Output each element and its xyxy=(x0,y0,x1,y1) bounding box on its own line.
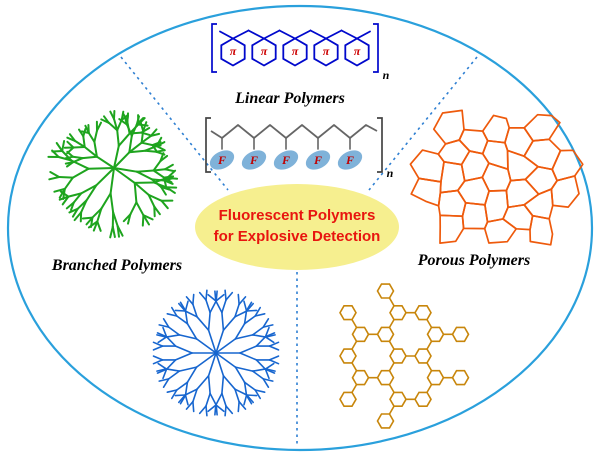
subscript-n: n xyxy=(387,166,394,180)
outer-boundary-ellipse xyxy=(6,4,594,452)
divider-right-dotted xyxy=(368,56,478,191)
subscript-n: n xyxy=(383,68,390,82)
pi-symbol: π xyxy=(292,44,299,58)
pi-symbol: π xyxy=(230,44,237,58)
center-title-line2: for Explosive Detection xyxy=(213,228,381,245)
pi-symbol: π xyxy=(261,44,268,58)
fluorophore-oval xyxy=(273,150,299,170)
fluorophore-symbol: F xyxy=(249,153,258,167)
linear-polymer-structure: π π π π π n xyxy=(211,23,390,82)
fluorophore-chain-structure: F F F F Fn xyxy=(205,117,394,180)
label-linear-polymers: Linear Polymers xyxy=(235,90,345,107)
pi-symbol: π xyxy=(354,44,361,58)
fluorophore-oval xyxy=(209,150,235,170)
fluorophore-oval xyxy=(241,150,267,170)
center-title-line1: Fluorescent Polymers xyxy=(218,207,376,224)
pi-symbol: π xyxy=(323,44,330,58)
fluorophore-symbol: F xyxy=(345,153,354,167)
porous-polymer-structure xyxy=(409,109,584,246)
fluorophore-symbol: F xyxy=(313,153,322,167)
fluorophore-oval xyxy=(337,150,363,170)
fluorophore-symbol: F xyxy=(217,153,226,167)
dendrimer-polymer-structure xyxy=(152,289,280,417)
branched-polymer-structure xyxy=(47,110,179,239)
center-highlight-ellipse xyxy=(195,184,399,270)
label-porous-polymers: Porous Polymers xyxy=(417,252,531,269)
fluorophore-symbol: F xyxy=(281,153,290,167)
divider-left-dotted xyxy=(120,56,229,191)
center-title: Fluorescent Polymers for Explosive Detec… xyxy=(214,205,381,247)
label-branched-polymers: Branched Polymers xyxy=(51,257,183,274)
honeycomb-network-structure xyxy=(339,283,470,429)
fluorophore-oval xyxy=(305,150,331,170)
